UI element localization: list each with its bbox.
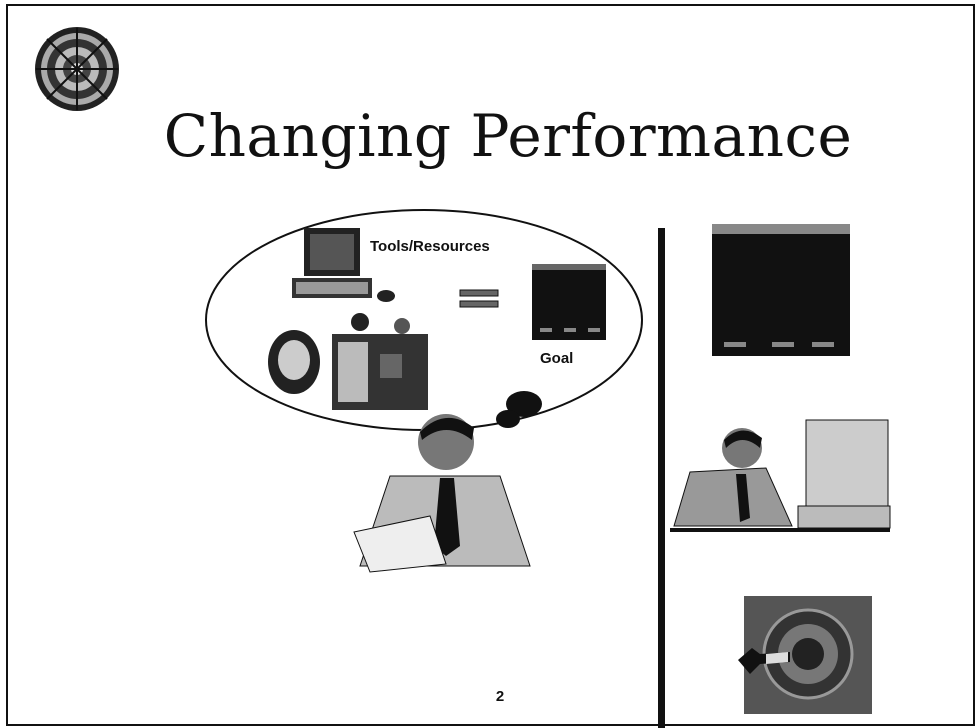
tools-resources-label: Tools/Resources	[370, 238, 490, 255]
page-number: 2	[495, 688, 505, 705]
document-icon	[712, 224, 850, 356]
desktop-computer-icon	[292, 228, 395, 302]
goal-label: Goal	[540, 350, 574, 367]
vertical-divider	[658, 228, 665, 728]
office-people-icon	[268, 313, 428, 410]
target-hit-icon	[738, 596, 872, 714]
goal-document-icon	[532, 264, 606, 340]
thinking-man-icon	[353, 414, 531, 573]
slide: Changing Performance Tools/Resources Goa…	[6, 4, 975, 728]
page-title: Changing Performance	[163, 102, 853, 170]
man-at-computer-icon	[670, 419, 891, 532]
target-emblem-icon	[35, 27, 119, 111]
equals-sign-icon	[459, 289, 499, 308]
